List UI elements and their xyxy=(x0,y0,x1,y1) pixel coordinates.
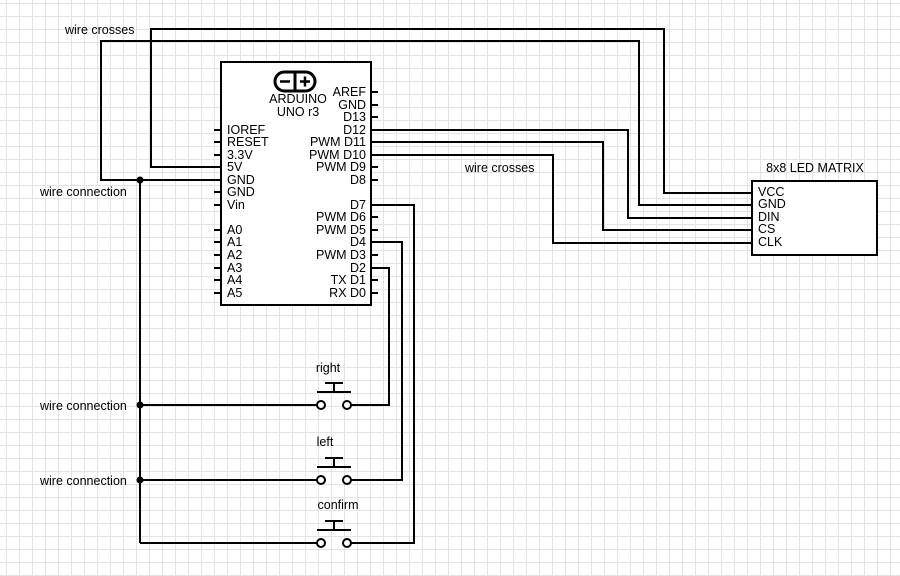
pin-label-d4: D4 xyxy=(350,235,366,249)
pin-label-d5: PWM D5 xyxy=(316,223,366,237)
pin-label-a0: A0 xyxy=(227,223,242,237)
arduino-board xyxy=(220,61,372,306)
pin-label-d6: PWM D6 xyxy=(316,210,366,224)
arduino-name-line2: UNO r3 xyxy=(277,105,319,119)
arduino-name-line1: ARDUINO xyxy=(269,92,327,106)
annotation-wire-connection-gnd: wire connection xyxy=(39,185,127,199)
pin-label-d10: PWM D10 xyxy=(309,148,366,162)
matrix-pin-cs: CS xyxy=(758,222,775,236)
pin-label-aref: AREF xyxy=(333,85,367,99)
button-label-left: left xyxy=(317,435,334,449)
wire-5v-to-vcc xyxy=(150,28,752,194)
annotation-wire-connection-right: wire connection xyxy=(39,399,127,413)
pin-label-reset: RESET xyxy=(227,135,269,149)
wire-right-button-to-d2 xyxy=(351,267,390,406)
pin-label-d3: PWM D3 xyxy=(316,248,366,262)
annotation-wire-connection-left: wire connection xyxy=(39,474,127,488)
pin-label-d8: D8 xyxy=(350,173,366,187)
pushbutton-confirm xyxy=(316,520,352,548)
pin-label-vin: Vin xyxy=(227,198,245,212)
wire-gnd-to-matrix-gnd xyxy=(100,40,752,206)
pin-label-a4: A4 xyxy=(227,273,242,287)
pin-label-a5: A5 xyxy=(227,286,242,300)
matrix-pin-din: DIN xyxy=(758,210,780,224)
pin-label-a3: A3 xyxy=(227,261,242,275)
arduino-logo-icon xyxy=(273,70,317,93)
arduino-left-header: IOREF RESET 3.3V 5V GND GND Vin A0 A1 A2… xyxy=(214,123,269,300)
button-label-confirm: confirm xyxy=(318,498,359,512)
junction-dot-left xyxy=(136,476,144,484)
pin-label-d12: D12 xyxy=(343,123,366,137)
annotation-wire-crosses-mid: wire crosses xyxy=(464,161,534,175)
pin-label-d11: PWM D11 xyxy=(310,135,366,149)
pin-label-d9: PWM D9 xyxy=(316,160,366,174)
junction-dot-gnd xyxy=(136,176,144,184)
matrix-pin-gnd: GND xyxy=(758,197,786,211)
pin-label-gnd-2: GND xyxy=(227,185,255,199)
wire-d12-to-din xyxy=(378,129,752,219)
pin-label-d7: D7 xyxy=(350,198,366,212)
pin-label-3v3: 3.3V xyxy=(227,148,253,162)
wire-left-button-to-d4 xyxy=(351,241,403,481)
pushbutton-right xyxy=(316,382,352,410)
pin-label-5v: 5V xyxy=(227,160,243,174)
button-label-right: right xyxy=(316,361,341,375)
pushbutton-left xyxy=(316,457,352,485)
pin-label-a2: A2 xyxy=(227,248,242,262)
wire-confirm-button-to-d7 xyxy=(351,204,415,544)
pin-label-d1: TX D1 xyxy=(331,273,366,287)
pin-label-gnd-1: GND xyxy=(227,173,255,187)
wire-d10-to-clk xyxy=(378,154,752,244)
wire-d11-to-cs xyxy=(378,141,752,231)
matrix-pin-clk: CLK xyxy=(758,235,783,249)
pin-label-d0: RX D0 xyxy=(329,286,366,300)
junction-dot-right xyxy=(136,401,144,409)
pin-label-a1: A1 xyxy=(227,235,242,249)
pin-label-d13: D13 xyxy=(343,110,366,124)
matrix-title: 8x8 LED MATRIX xyxy=(766,161,864,175)
matrix-pin-vcc: VCC xyxy=(758,185,784,199)
pin-label-ioref: IOREF xyxy=(227,123,266,137)
pin-label-gnd-right: GND xyxy=(338,98,366,112)
pin-label-d2: D2 xyxy=(350,261,366,275)
arduino-right-header: AREF GND D13 D12 PWM D11 PWM D10 PWM D9 … xyxy=(309,85,378,300)
wire-ground-bus xyxy=(139,179,214,543)
annotation-wire-crosses-top: wire crosses xyxy=(64,23,134,37)
